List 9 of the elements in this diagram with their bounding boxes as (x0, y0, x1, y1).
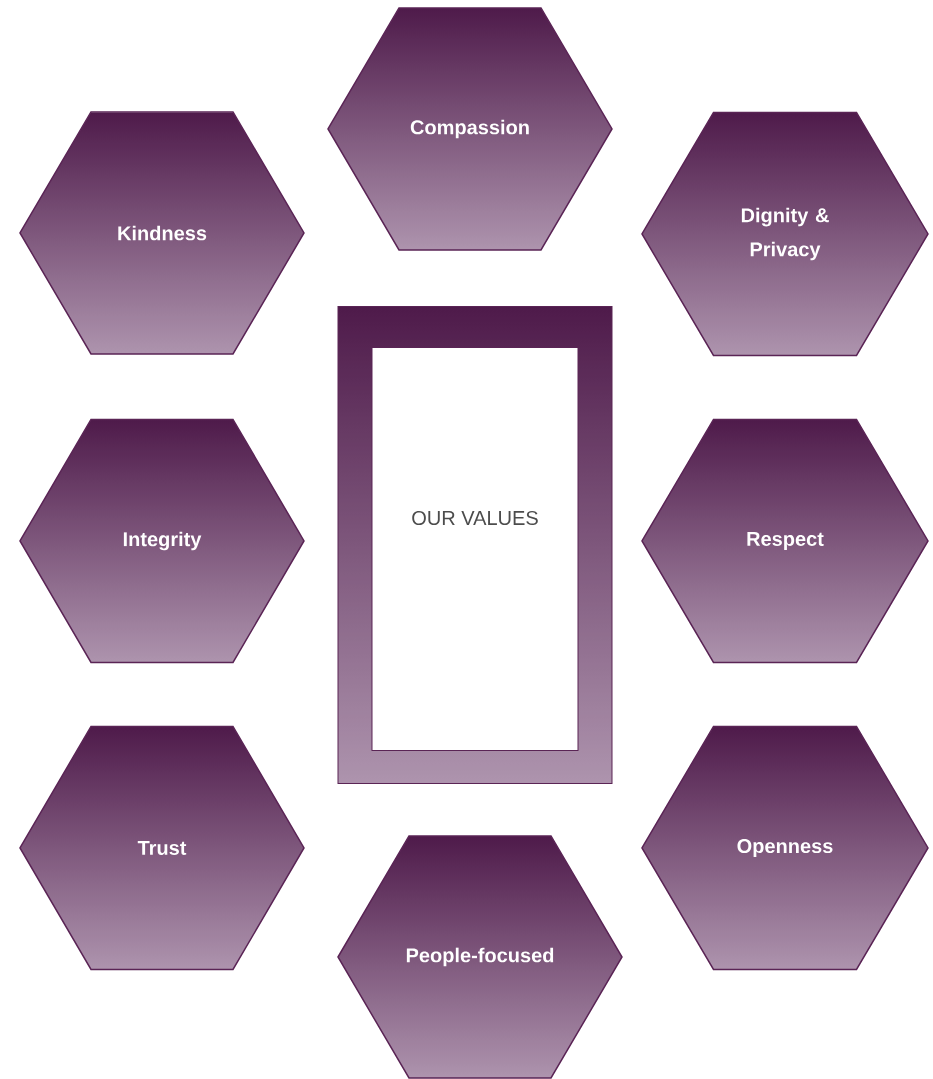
value-hexagon: People-focused (337, 835, 623, 1079)
value-hexagon: Kindness (19, 111, 305, 355)
value-hexagon: Dignity & Privacy (641, 111, 929, 357)
value-hexagon: Respect (641, 418, 929, 664)
value-hexagon: Integrity (19, 418, 305, 664)
value-hexagon: Trust (19, 725, 305, 971)
values-frame: OUR VALUES (337, 306, 613, 784)
value-hexagon: Openness (641, 725, 929, 971)
value-hexagon: Compassion (327, 7, 613, 251)
